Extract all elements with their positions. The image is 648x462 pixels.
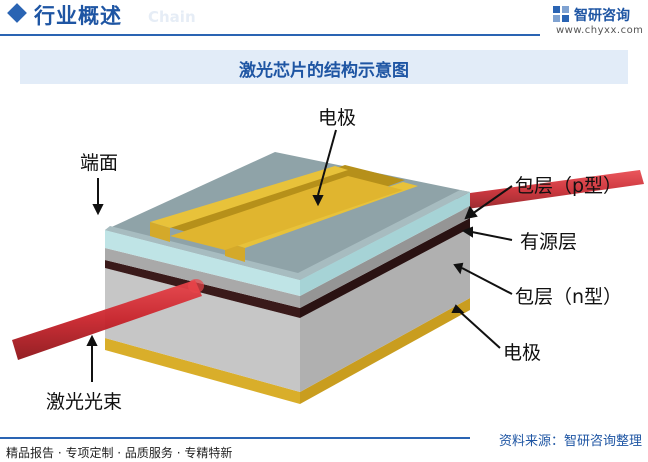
side-cladding-top (300, 192, 470, 296)
front-beam (12, 280, 202, 360)
section-title: 行业概述 (34, 4, 122, 28)
rear-beam (455, 170, 644, 210)
top-electrode-left-rail (150, 166, 348, 228)
label-laser-beam: 激光光束 (46, 391, 123, 413)
side-cladding-n (300, 228, 470, 392)
front-cladding-p-lower (105, 248, 300, 308)
brand-block: 智研咨询 www.chyxx.com (552, 3, 644, 39)
leader-electrode-top (317, 129, 337, 196)
header-watermark: Chain (148, 8, 196, 26)
footer-divider (0, 437, 470, 439)
bottom-electrode-side (300, 298, 470, 404)
top-electrode-rail-front (150, 222, 170, 242)
front-cladding-top (105, 230, 300, 296)
label-electrode-top: 电极 (318, 107, 357, 129)
label-facet: 端面 (80, 152, 119, 174)
label-electrode-bottom: 电极 (503, 342, 542, 364)
page-header: 行业概述 Chain 智研咨询 www.chyxx.com (0, 0, 648, 44)
brand-name: 智研咨询 (574, 8, 630, 24)
brand-logo-icon (553, 6, 569, 22)
leader-cladding-n (461, 267, 513, 295)
label-cladding-p: 包层（p型） (515, 175, 623, 197)
leader-electrode-bottom (457, 309, 501, 349)
leader-active (471, 231, 513, 241)
bottom-electrode-front (105, 338, 300, 404)
source-note: 资料来源：智研咨询整理 (498, 434, 642, 449)
diagram-title: 激光芯片的结构示意图 (239, 61, 409, 81)
header-divider (0, 34, 540, 36)
label-cladding-n: 包层（n型） (515, 286, 623, 308)
brand-url: www.chyxx.com (556, 25, 644, 36)
top-electrode-floor (170, 176, 403, 250)
side-cladding-p-lower (300, 206, 470, 308)
title-banner: 激光芯片的结构示意图 (20, 50, 628, 84)
footer-slogan: 精品报告 · 专项定制 · 品质服务 · 专精特新 (6, 446, 233, 460)
leader-cladding-p (471, 185, 513, 215)
beam-spot (188, 279, 204, 293)
label-active-layer: 有源层 (520, 231, 578, 253)
side-active (300, 218, 470, 318)
